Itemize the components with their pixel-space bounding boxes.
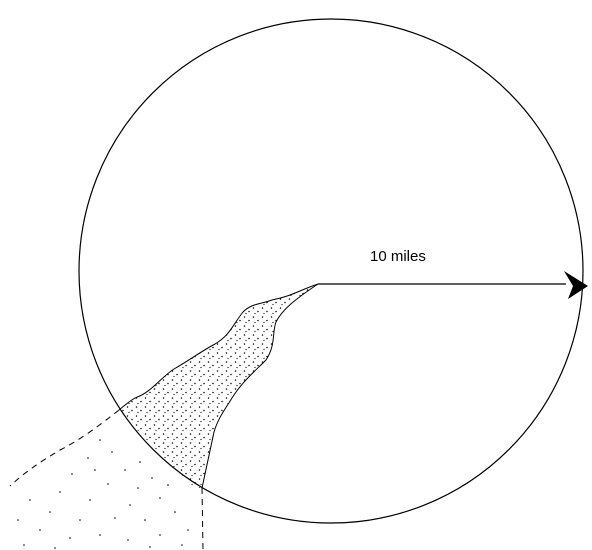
dashed-boundary-lower [202,488,203,550]
radius-label: 10 miles [370,248,426,265]
stippled-area [119,284,318,488]
dashed-boundary-upper [10,410,119,486]
arrow-head-icon [564,271,588,299]
